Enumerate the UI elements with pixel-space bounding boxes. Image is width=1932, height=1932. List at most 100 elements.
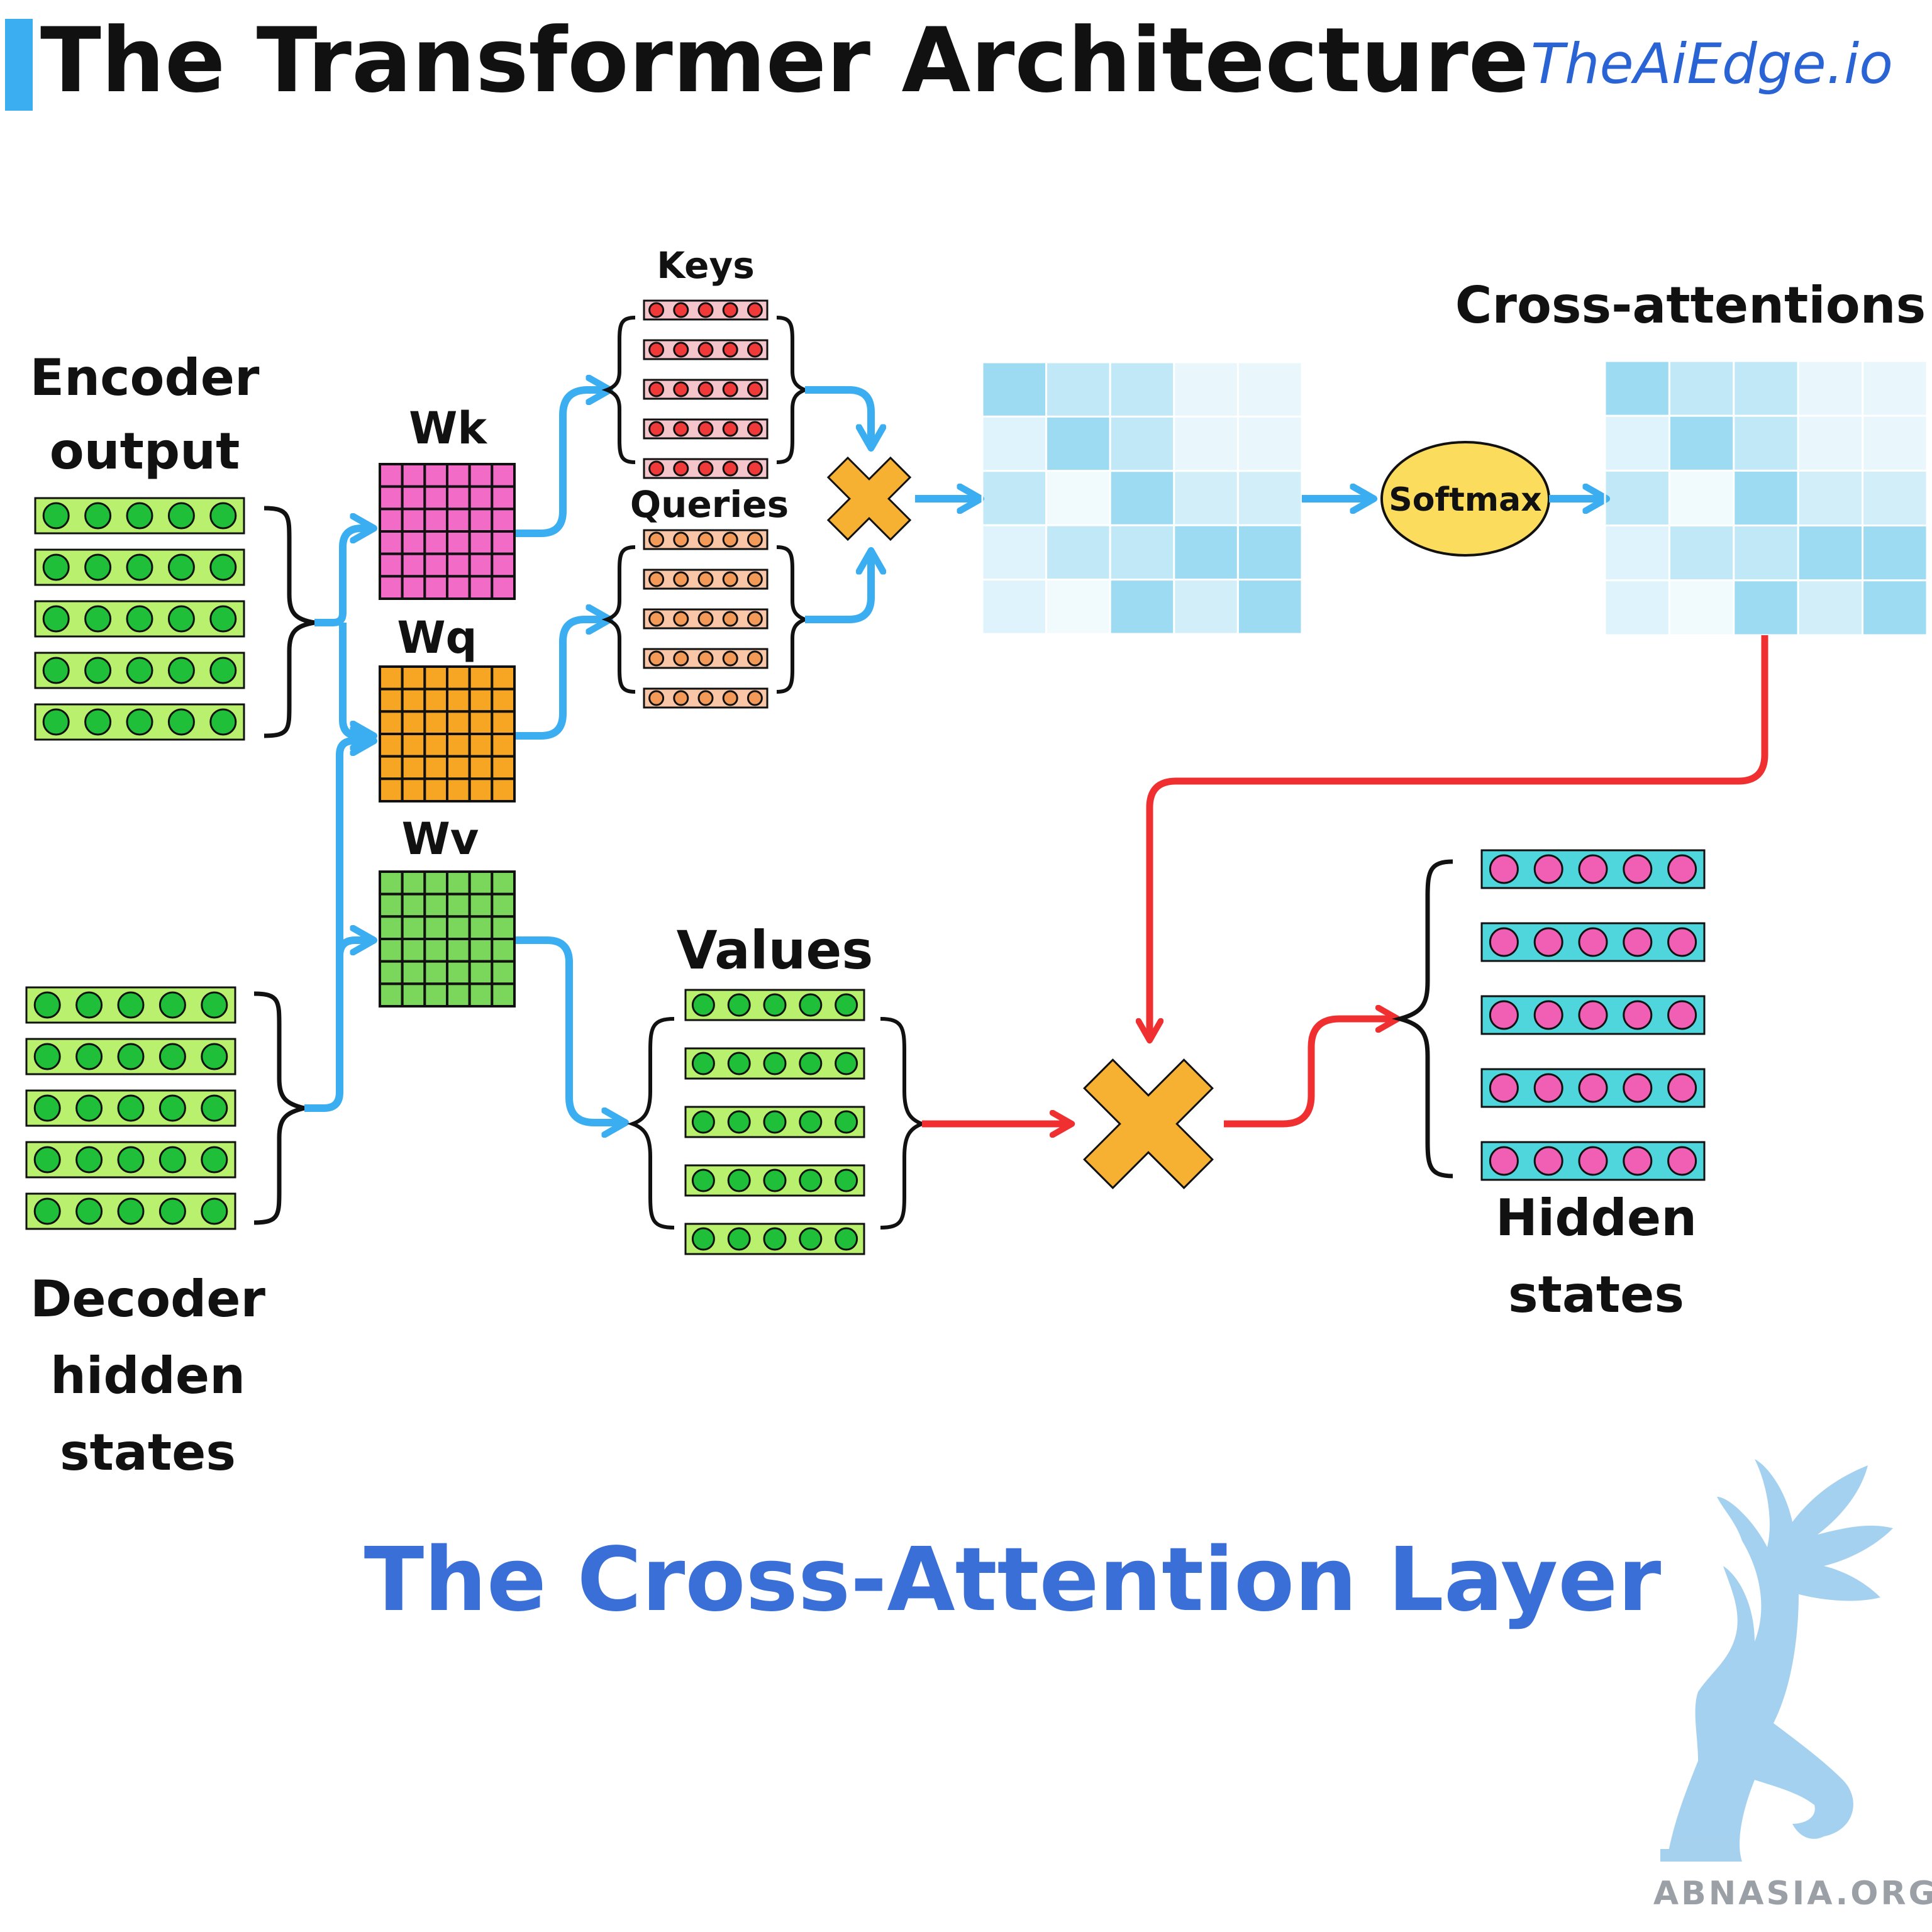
vector-element: [747, 302, 763, 318]
wk-label: Wk: [409, 402, 487, 454]
keys-left-brace: [601, 316, 636, 464]
attention-cell: [981, 470, 1048, 526]
vector-element: [201, 1197, 228, 1225]
vector-element: [763, 1169, 787, 1192]
vector-element: [727, 993, 751, 1017]
weight-cell: [401, 938, 426, 963]
attention-cell: [1045, 579, 1111, 635]
weight-cell: [379, 938, 404, 963]
vector-element: [75, 1197, 103, 1225]
vector-element: [84, 708, 112, 736]
weight-cell: [423, 915, 448, 941]
attention-cell: [1797, 525, 1864, 582]
vector-element: [697, 571, 714, 587]
watermark-text: ABNASIA.ORG: [1653, 1875, 1932, 1913]
weight-cell: [423, 733, 448, 758]
weight-cell: [379, 960, 404, 985]
vector-element: [33, 991, 61, 1019]
vector-element: [1667, 1000, 1697, 1030]
attention-cell: [1668, 579, 1735, 636]
weight-cell: [401, 915, 426, 941]
queries-label: Queries: [630, 483, 789, 526]
weight-cell: [491, 755, 516, 780]
vector-element: [42, 553, 70, 581]
keys-queries-multiply-icon: [826, 456, 912, 541]
decoder-label-line3: states: [60, 1423, 236, 1482]
hidden-states-label-line2: states: [1508, 1265, 1684, 1324]
attention-cell: [1733, 414, 1799, 472]
attention-cell: [1733, 469, 1799, 527]
vector-element: [673, 421, 689, 437]
vector-element: [697, 421, 714, 437]
weight-cell: [468, 530, 494, 555]
vector-element: [648, 531, 665, 548]
vector-element: [727, 1227, 751, 1251]
encoder-vector-row: [34, 497, 245, 535]
weight-cell: [491, 733, 516, 758]
weight-cell: [491, 710, 516, 736]
weight-cell: [468, 552, 494, 578]
vector-element: [209, 657, 237, 684]
vector-element: [1623, 854, 1653, 884]
weight-cell: [423, 530, 448, 555]
encoder-to-wq-line: [339, 623, 371, 736]
vector-element: [747, 421, 763, 437]
decoder-to-weights-line: [304, 741, 371, 1112]
vector-element: [158, 1197, 186, 1225]
vector-element: [747, 611, 763, 627]
vector-element: [167, 553, 195, 581]
vector-element: [126, 502, 153, 530]
decoder-vector-row: [25, 1192, 236, 1230]
vector-element: [697, 611, 714, 627]
attention-cell: [981, 415, 1048, 472]
values-right-brace: [880, 1017, 928, 1230]
keys-label: Keys: [657, 244, 755, 287]
weight-cell: [468, 687, 494, 713]
vector-element: [209, 708, 237, 736]
attention-cell: [1109, 524, 1175, 581]
weight-cell: [379, 552, 404, 578]
attention-cell: [1236, 361, 1303, 418]
hidden-state-vector-row: [1480, 922, 1706, 962]
attention-cell: [1604, 414, 1670, 472]
vector-element: [648, 460, 665, 477]
value-vector-row: [684, 1164, 865, 1197]
vector-element: [835, 1227, 858, 1251]
vector-element: [117, 1094, 145, 1122]
weight-cell: [401, 575, 426, 600]
brand-link[interactable]: TheAiEdge.io: [1531, 31, 1893, 96]
vector-element: [158, 1094, 186, 1122]
vector-element: [747, 460, 763, 477]
key-vector-row: [643, 418, 769, 440]
weight-cell: [446, 485, 471, 511]
weight-cell: [423, 665, 448, 691]
vector-element: [747, 341, 763, 358]
vector-element: [697, 650, 714, 667]
weight-cell: [491, 485, 516, 511]
vector-element: [722, 341, 738, 358]
attention-cell: [1173, 470, 1239, 526]
vector-element: [33, 1146, 61, 1174]
attention-cell: [1109, 579, 1175, 635]
weight-cell: [401, 530, 426, 555]
keys-right-brace: [776, 316, 811, 464]
weight-cell: [401, 755, 426, 780]
attention-cell: [1733, 525, 1799, 582]
keys-vectors: [643, 299, 769, 479]
vector-element: [201, 1043, 228, 1070]
vector-element: [42, 605, 70, 633]
vector-element: [722, 690, 738, 706]
weight-cell: [379, 915, 404, 941]
attention-cell: [1733, 360, 1799, 417]
vector-element: [1578, 1073, 1608, 1103]
weight-cell: [401, 892, 426, 918]
attention-cell: [981, 579, 1048, 635]
weight-cell: [468, 710, 494, 736]
weight-cell: [491, 508, 516, 533]
weight-cell: [446, 870, 471, 896]
vector-element: [673, 690, 689, 706]
weight-cell: [379, 665, 404, 691]
vector-element: [126, 708, 153, 736]
weight-cell: [379, 530, 404, 555]
attention-cell: [981, 524, 1048, 581]
